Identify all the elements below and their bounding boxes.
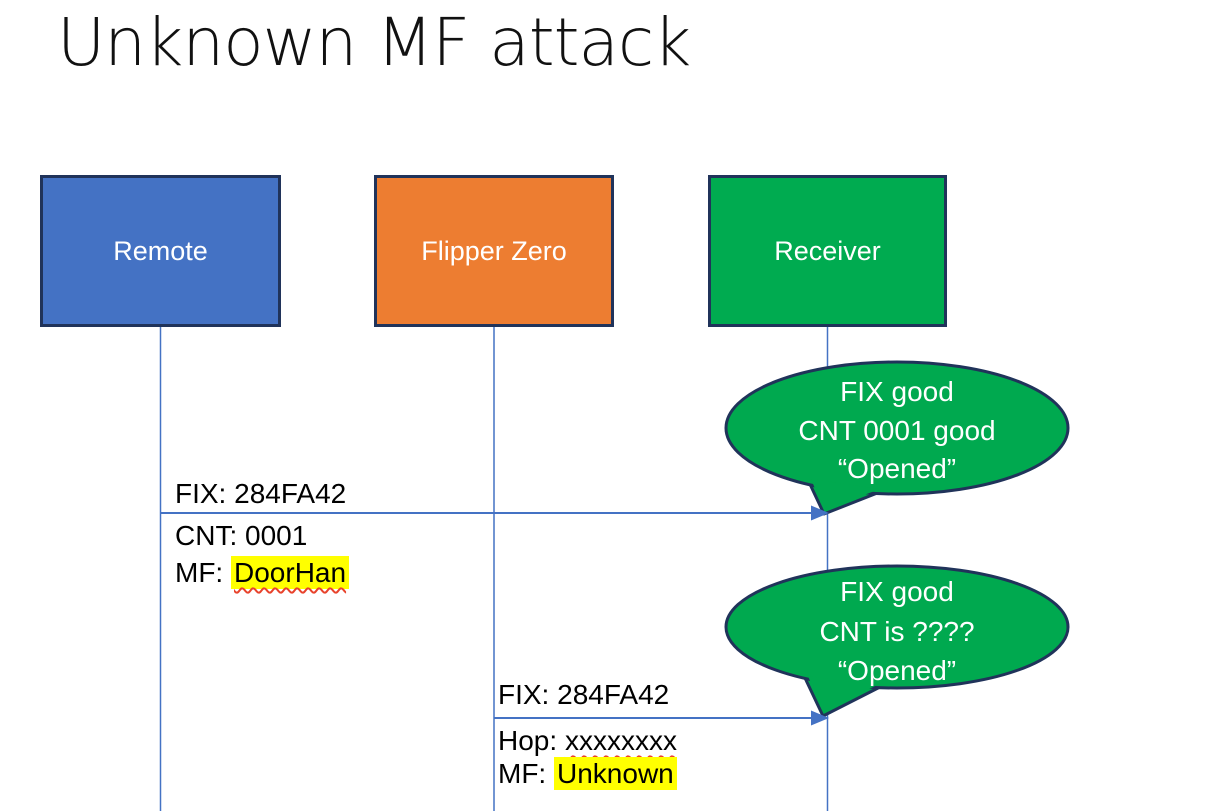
message1-mf-value-highlighted: DoorHan bbox=[231, 556, 350, 589]
flipper-zero-box: Flipper Zero bbox=[374, 175, 614, 327]
message2-mf-value-highlighted: Unknown bbox=[554, 757, 677, 790]
message1-fix: FIX: 284FA42 bbox=[175, 478, 347, 509]
message1-arrow bbox=[160, 505, 829, 521]
bubble1-line2: CNT 0001 good bbox=[798, 415, 995, 446]
message1-mf: MF: DoorHan bbox=[175, 556, 350, 590]
bubble2-tail-fill bbox=[808, 676, 877, 712]
speech-bubble-1: FIX good CNT 0001 good “Opened” bbox=[724, 360, 1070, 516]
flipper-zero-label: Flipper Zero bbox=[421, 235, 567, 266]
bubble2-line2: CNT is ???? bbox=[819, 616, 974, 647]
bubble1-ellipse bbox=[724, 360, 1070, 496]
bubble2-ellipse bbox=[724, 564, 1070, 690]
message2-fix: FIX: 284FA42 bbox=[498, 679, 670, 710]
message1-arrowhead-icon bbox=[811, 505, 829, 521]
message2-arrow bbox=[494, 710, 829, 726]
slide-title: Unknown MF attack bbox=[57, 4, 691, 81]
bubble1-line1: FIX good bbox=[840, 376, 954, 407]
message2-mf: MF: Unknown bbox=[498, 757, 677, 791]
bubble1-tail-fill bbox=[811, 479, 880, 510]
bubble1-line3: “Opened” bbox=[838, 453, 956, 484]
message2-mf-prefix: MF: bbox=[498, 758, 554, 789]
receiver-box: Receiver bbox=[708, 175, 947, 327]
message2-arrowhead-icon bbox=[811, 710, 829, 726]
message1-mf-prefix: MF: bbox=[175, 557, 231, 588]
receiver-label: Receiver bbox=[774, 235, 881, 266]
message2-hop-value: xxxxxxxx bbox=[564, 725, 677, 756]
message2-hop: Hop: xxxxxxxx bbox=[498, 724, 677, 758]
bubble2-line1: FIX good bbox=[840, 576, 954, 607]
remote-box: Remote bbox=[40, 175, 281, 327]
message1-cnt: CNT: 0001 bbox=[175, 520, 308, 551]
speech-bubble-2: FIX good CNT is ???? “Opened” bbox=[724, 564, 1070, 718]
remote-label: Remote bbox=[113, 235, 208, 266]
message2-hop-prefix: Hop: bbox=[498, 725, 565, 756]
bubble2-line3: “Opened” bbox=[838, 655, 956, 686]
